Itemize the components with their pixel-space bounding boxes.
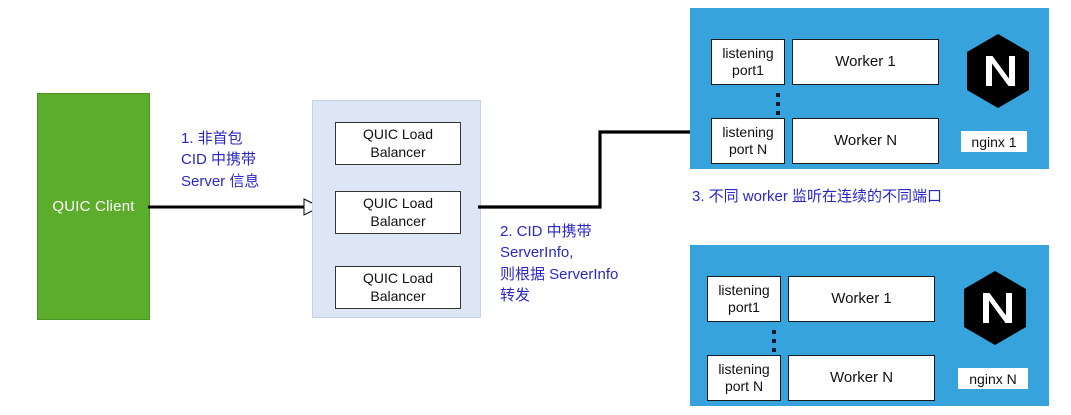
note-2-text: 2. CID 中携带 ServerInfo, 则根据 ServerInfo 转发: [500, 223, 619, 304]
quic-client-label: QUIC Client: [52, 198, 135, 215]
nginx-n-port-n-line2: port N: [724, 378, 764, 394]
nginx-logo-icon: [964, 271, 1026, 345]
arrow-lb-to-nginx1: [478, 123, 714, 209]
quic-client-node: QUIC Client: [37, 93, 150, 320]
nginx-1-port-1-line1: listening: [722, 45, 774, 62]
nginx-logo-icon: [967, 34, 1029, 108]
lb-1-line2: Balancer: [370, 143, 426, 160]
nginx-n-port-n-line1: listening: [718, 361, 770, 378]
note-1-text: 1. 非首包 CID 中携带 Server 信息: [181, 130, 260, 190]
note-3-text: 3. 不同 worker 监听在连续的不同端口: [692, 188, 943, 205]
nginx-1-port-n-line2: port N: [728, 141, 768, 157]
nginx-n-port-1-line2: port1: [728, 299, 760, 315]
lb-3-line1: QUIC Load: [362, 270, 434, 286]
nginx-n-worker-n: Worker N: [788, 355, 935, 401]
nginx-1-port-n-line1: listening: [722, 124, 774, 141]
nginx-n-worker-n-label: Worker N: [829, 369, 894, 386]
nginx-n-port-1-line1: listening: [718, 282, 770, 299]
nginx-1-port-1-line2: port1: [732, 62, 764, 78]
lb-3-line2: Balancer: [370, 287, 426, 304]
nginx-n-worker-1: Worker 1: [788, 276, 935, 322]
nginx-n-ellipsis-icon: [771, 330, 777, 352]
nginx-n-worker-1-label: Worker 1: [831, 290, 892, 307]
nginx-1-worker-n: Worker N: [792, 118, 939, 164]
nginx-1-worker-1-label: Worker 1: [835, 53, 896, 70]
nginx-1-worker-1: Worker 1: [792, 39, 939, 85]
nginx-1-worker-n-label: Worker N: [833, 132, 898, 149]
lb-1-line1: QUIC Load: [362, 126, 434, 142]
nginx-n-label: nginx N: [958, 368, 1028, 389]
nginx-1-ellipsis-icon: [775, 93, 781, 115]
lb-2-line1: QUIC Load: [362, 195, 434, 211]
nginx-1-label: nginx 1: [961, 131, 1027, 152]
arrow-client-to-lb: [148, 198, 322, 216]
lb-2-line2: Balancer: [370, 212, 426, 229]
